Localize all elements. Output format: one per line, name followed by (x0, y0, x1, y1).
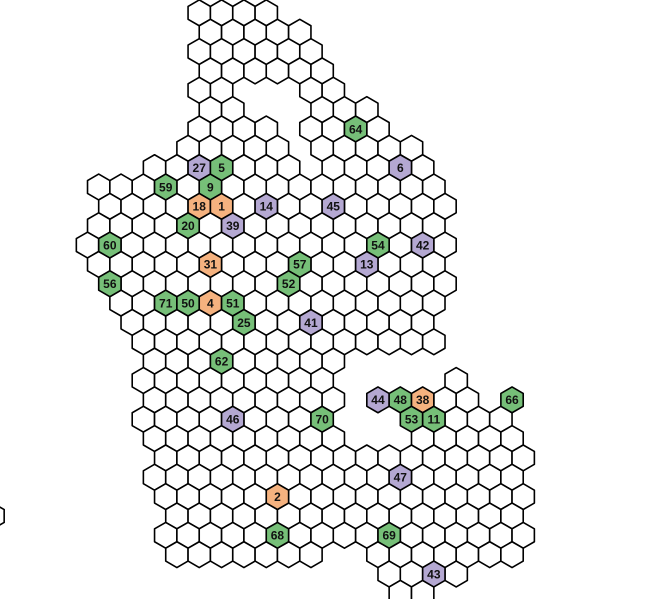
tile-number: 57 (293, 258, 307, 272)
hex-cell[interactable] (231, 540, 256, 569)
hex-cell[interactable] (243, 57, 268, 85)
hex-cell[interactable] (421, 328, 446, 356)
hex-cell[interactable] (254, 153, 279, 182)
hex-cells (0, 0, 536, 599)
tile-number: 50 (181, 296, 195, 310)
tile-number: 4 (207, 296, 214, 310)
tile-number: 52 (282, 277, 296, 291)
hex-cell[interactable] (187, 540, 212, 569)
tile-number: 56 (103, 277, 117, 291)
hex-cell[interactable] (231, 153, 256, 182)
tile-number: 66 (505, 393, 519, 407)
hex-cell[interactable] (298, 540, 323, 569)
hex-tile-orange[interactable] (198, 250, 223, 279)
tile-number: 1 (218, 200, 225, 214)
tile-number: 9 (207, 180, 214, 194)
tile-number: 13 (360, 258, 374, 272)
tile-number: 47 (394, 471, 408, 485)
tile-number: 71 (159, 296, 173, 310)
hex-tile-green[interactable] (97, 270, 122, 298)
hex-cell[interactable] (343, 153, 368, 182)
hex-tile-green[interactable] (265, 521, 290, 550)
tile-number: 2 (274, 490, 281, 504)
hex-tile-green[interactable] (500, 386, 525, 414)
hex-tile-purple[interactable] (220, 405, 245, 433)
tile-number: 54 (371, 238, 385, 252)
hex-tile-purple[interactable] (298, 308, 323, 337)
hex-cell[interactable] (354, 328, 379, 356)
hex-cell[interactable] (164, 540, 189, 569)
hex-cell[interactable] (276, 153, 301, 182)
hex-tile-green[interactable] (310, 405, 335, 433)
hex-tile-green[interactable] (421, 405, 446, 433)
hex-tile-purple[interactable] (220, 212, 245, 240)
tile-number: 64 (349, 122, 363, 136)
hex-tile-purple[interactable] (321, 192, 346, 221)
tile-number: 20 (181, 219, 195, 233)
tile-number: 42 (416, 238, 430, 252)
tile-number: 70 (315, 413, 329, 427)
hex-cell[interactable] (0, 503, 5, 529)
hex-tile-purple[interactable] (421, 560, 446, 588)
hex-cell[interactable] (209, 540, 234, 569)
tile-number: 59 (159, 180, 173, 194)
hex-tile-purple[interactable] (354, 250, 379, 279)
hex-tile-green[interactable] (231, 308, 256, 337)
tile-number: 25 (237, 316, 251, 330)
tile-number: 46 (226, 413, 240, 427)
hex-cell[interactable] (444, 560, 469, 588)
tile-number: 39 (226, 219, 240, 233)
tile-number: 27 (193, 161, 207, 175)
hex-tile-purple[interactable] (388, 153, 413, 182)
hex-tile-green[interactable] (97, 231, 122, 259)
hex-cell[interactable] (321, 153, 346, 182)
tile-number: 68 (271, 529, 285, 543)
hex-cell[interactable] (265, 57, 290, 85)
hex-tile-green[interactable] (153, 173, 178, 201)
hex-cell[interactable] (399, 328, 424, 356)
hex-cell[interactable] (332, 521, 357, 550)
hex-tile-green[interactable] (276, 270, 301, 298)
hex-cell[interactable] (410, 153, 435, 182)
hex-tile-purple[interactable] (410, 231, 435, 259)
hex-cell[interactable] (477, 540, 502, 569)
tile-number: 48 (394, 393, 408, 407)
hex-tile-purple[interactable] (254, 192, 279, 221)
tile-number: 18 (193, 200, 207, 214)
hex-cell[interactable] (366, 153, 390, 182)
tile-number: 5 (218, 161, 225, 175)
tile-number: 45 (327, 200, 341, 214)
hex-tile-purple[interactable] (388, 463, 413, 491)
tile-number: 53 (405, 413, 419, 427)
tile-number: 41 (304, 316, 318, 330)
hex-cell[interactable] (500, 540, 525, 569)
tile-number: 31 (204, 258, 218, 272)
hex-cell[interactable] (377, 328, 402, 356)
hex-tile-orange[interactable] (265, 482, 290, 511)
hex-tile-green[interactable] (377, 521, 402, 550)
hex-tile-green[interactable] (209, 347, 234, 375)
tile-number: 6 (397, 161, 404, 175)
tile-number: 62 (215, 354, 229, 368)
tile-number: 69 (382, 529, 396, 543)
tile-number: 14 (260, 200, 274, 214)
tile-number: 11 (427, 413, 440, 427)
tile-number: 60 (103, 238, 117, 252)
tile-number: 43 (427, 567, 441, 581)
hex-tile-green[interactable] (209, 153, 234, 182)
tile-number: 38 (416, 393, 430, 407)
tile-number: 44 (371, 393, 385, 407)
tile-number: 51 (226, 296, 240, 310)
hex-tile-green[interactable] (343, 115, 368, 143)
hex-tile-green[interactable] (176, 212, 201, 240)
